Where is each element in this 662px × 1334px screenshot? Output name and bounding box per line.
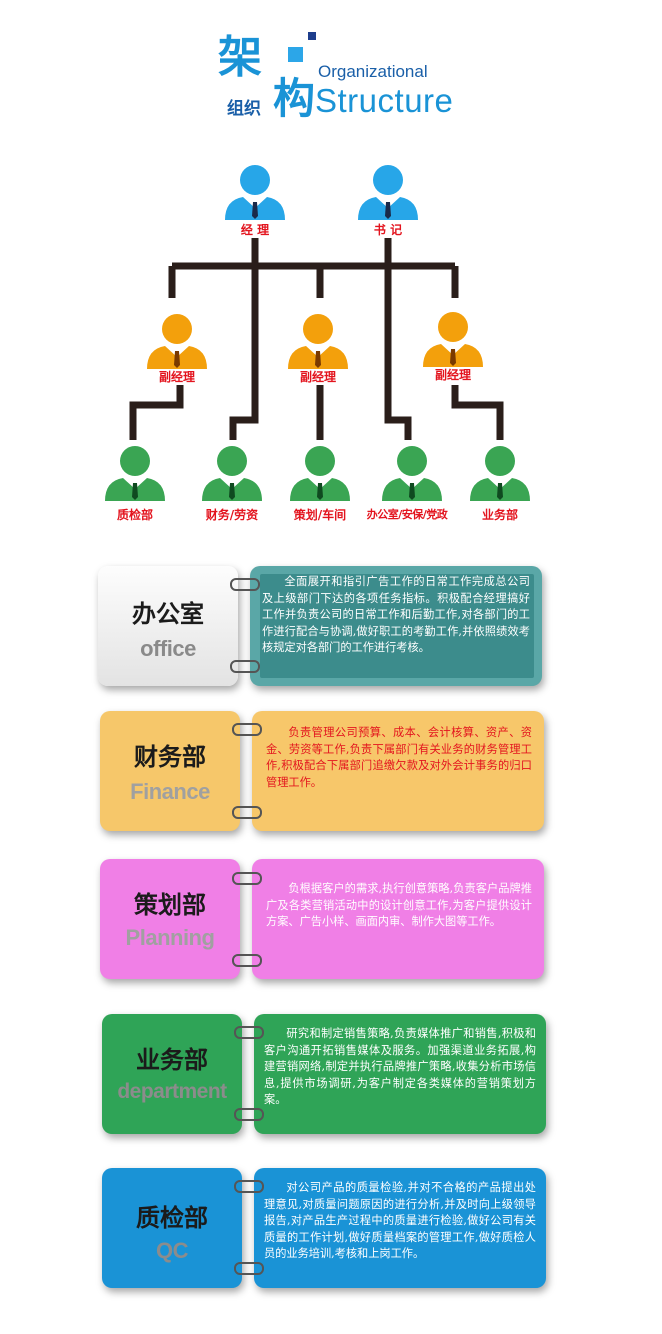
- binder-ring-icon: [234, 1108, 264, 1121]
- dept-office-en: office: [140, 636, 196, 661]
- dept-finance-en: Finance: [130, 779, 210, 804]
- desc-sales-text: 研究和制定销售策略,负责媒体推广和销售,积极和客户沟通开拓销售媒体及服务。加强渠…: [264, 1027, 536, 1106]
- org-chart: [105, 165, 530, 501]
- desc-office-text: 全面展开和指引广告工作的日常工作完成总公司及上级部门下达的各项任务指标。积极配合…: [262, 575, 530, 654]
- person-manager-icon: [225, 165, 285, 220]
- person-deputy-left-icon: [147, 314, 207, 369]
- label-deputy-middle: 副经理: [299, 370, 336, 384]
- header-en-line2: Structure: [315, 82, 454, 119]
- binder-ring-icon: [234, 1026, 264, 1039]
- dept-office-cn: 办公室: [132, 600, 204, 628]
- person-planning-icon: [290, 446, 350, 501]
- person-qc-icon: [105, 446, 165, 501]
- header-char-jia: 架: [218, 32, 262, 83]
- dept-desc-qc: 对公司产品的质量检验,并对不合格的产品提出处理意见,对质量问题原因的进行分析,并…: [254, 1168, 546, 1288]
- binder-ring-icon: [232, 723, 262, 736]
- dept-desc-finance: 负责管理公司预算、成本、会计核算、资产、资金、劳资等工作,负责下属部门有关业务的…: [252, 711, 544, 831]
- binder-ring-icon: [232, 872, 262, 885]
- binder-ring-icon: [232, 806, 262, 819]
- label-planning-workshop: 策划/车间: [293, 508, 347, 522]
- binder-ring-icon: [234, 1262, 264, 1275]
- dept-card-qc: 质检部 QC: [102, 1168, 242, 1288]
- dept-desc-planning: 负根据客户的需求,执行创意策略,负责客户品牌推广及各类营销活动中的设计创意工作,…: [252, 859, 544, 979]
- dept-card-planning: 策划部 Planning: [100, 859, 240, 979]
- desc-qc-text: 对公司产品的质量检验,并对不合格的产品提出处理意见,对质量问题原因的进行分析,并…: [264, 1181, 536, 1260]
- desc-finance-text: 负责管理公司预算、成本、会计核算、资产、资金、劳资等工作,负责下属部门有关业务的…: [266, 726, 532, 789]
- dept-finance-cn: 财务部: [134, 743, 206, 771]
- person-secretary-icon: [358, 165, 418, 220]
- header-en-line1: Organizational: [318, 62, 428, 81]
- label-finance-hr: 财务/劳资: [205, 508, 259, 522]
- dept-qc-en: QC: [156, 1238, 189, 1263]
- binder-ring-icon: [230, 578, 260, 591]
- header-char-gou: 构: [273, 74, 316, 123]
- person-office-icon: [382, 446, 442, 501]
- header-logo: 架 组织 构 Organizational Structure: [215, 32, 485, 127]
- label-qc: 质检部: [116, 508, 153, 522]
- binder-ring-icon: [234, 1180, 264, 1193]
- dept-card-office: 办公室 office: [98, 566, 238, 686]
- person-deputy-middle-icon: [288, 314, 348, 369]
- label-manager: 经 理: [240, 223, 270, 237]
- dept-card-sales: 业务部 department: [102, 1014, 242, 1134]
- header-small-title: 组织: [227, 99, 261, 119]
- desc-planning-text: 负根据客户的需求,执行创意策略,负责客户品牌推广及各类营销活动中的设计创意工作,…: [266, 882, 532, 928]
- dept-planning-cn: 策划部: [134, 891, 206, 919]
- dept-desc-sales: 研究和制定销售策略,负责媒体推广和销售,积极和客户沟通开拓销售媒体及服务。加强渠…: [254, 1014, 546, 1134]
- dept-planning-en: Planning: [125, 925, 215, 950]
- binder-ring-icon: [232, 954, 262, 967]
- desc-office-inner: [260, 574, 534, 678]
- header-square-small: [308, 32, 316, 40]
- org-connectors: [129, 238, 504, 440]
- dept-sales-cn: 业务部: [136, 1046, 208, 1074]
- person-finance-icon: [202, 446, 262, 501]
- header-square-large: [288, 47, 303, 62]
- dept-sales-en: department: [117, 1080, 227, 1103]
- binder-ring-icon: [230, 660, 260, 673]
- dept-desc-office: 全面展开和指引广告工作的日常工作完成总公司及上级部门下达的各项任务指标。积极配合…: [250, 566, 542, 686]
- label-office-security: 办公室/安保/党政: [366, 508, 448, 521]
- dept-card-finance: 财务部 Finance: [100, 711, 240, 831]
- dept-qc-cn: 质检部: [136, 1204, 208, 1232]
- label-deputy-left: 副经理: [158, 370, 195, 384]
- label-deputy-right: 副经理: [434, 368, 471, 382]
- label-sales: 业务部: [481, 508, 518, 522]
- person-deputy-right-icon: [423, 312, 483, 367]
- person-sales-icon: [470, 446, 530, 501]
- label-secretary: 书 记: [373, 223, 403, 237]
